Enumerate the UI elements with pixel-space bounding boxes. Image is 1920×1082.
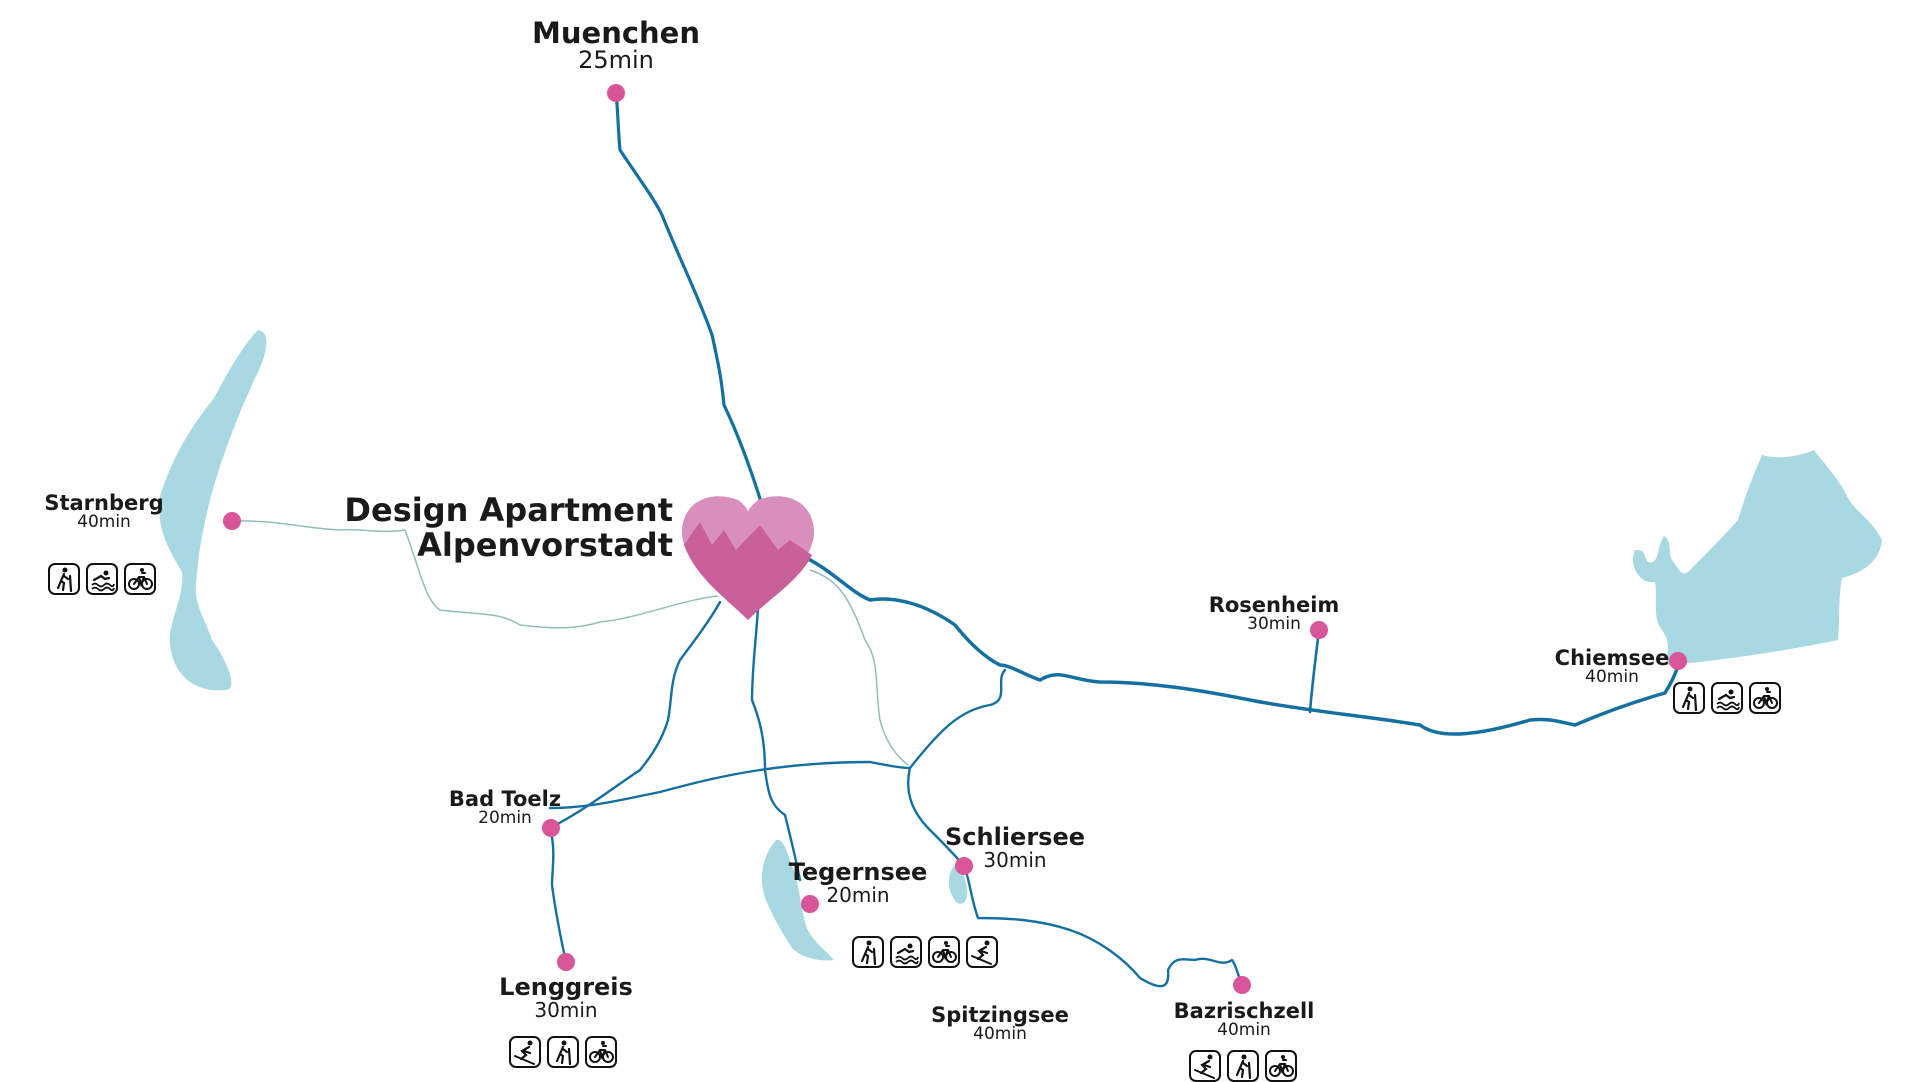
river-east	[809, 569, 909, 766]
pin-schliersee[interactable]	[955, 857, 973, 875]
pins	[223, 84, 1687, 994]
swimming-icon	[86, 563, 118, 595]
pin-bad-toelz[interactable]	[542, 819, 560, 837]
place-name: Bad Toelz	[448, 787, 562, 811]
place-name: Chiemsee	[1554, 646, 1670, 670]
road-badtoelz	[548, 600, 722, 830]
label-rosenheim: Rosenheim 30min	[1209, 594, 1340, 634]
skiing-icon	[1189, 1050, 1221, 1082]
lake-tegernsee	[761, 839, 834, 961]
travel-time: 20min	[826, 883, 890, 908]
label-spitzingsee: Spitzingsee 40min	[931, 1004, 1069, 1044]
hiking-icon	[852, 936, 884, 968]
swimming-icon	[1711, 682, 1743, 714]
road-rosenheim	[1308, 628, 1321, 714]
travel-time: 20min	[478, 808, 532, 829]
river-west	[231, 520, 719, 629]
travel-time: 30min	[1247, 614, 1301, 635]
road-cross	[548, 760, 912, 810]
pin-bazrischzell[interactable]	[1233, 976, 1251, 994]
road-lenggreis	[548, 826, 568, 964]
pin-tegernsee[interactable]	[801, 895, 819, 913]
skiing-icon	[966, 936, 998, 968]
place-name: Starnberg	[44, 491, 164, 515]
cycling-icon	[1265, 1050, 1297, 1082]
home-subtitle: Alpenvorstadt	[417, 526, 673, 565]
label-lenggreis: Lenggreis 30min	[499, 973, 633, 1023]
travel-time: 25min	[578, 46, 654, 75]
road-bazrischzell	[962, 864, 1244, 988]
hiking-icon	[547, 1036, 579, 1068]
place-name: Tegernsee	[788, 858, 928, 886]
activities-chiemsee	[1673, 682, 1781, 714]
pin-starnberg[interactable]	[223, 512, 241, 530]
home-label: Design Apartment Alpenvorstadt	[344, 491, 673, 565]
place-name: Spitzingsee	[931, 1003, 1069, 1027]
lake-starnberg	[159, 330, 267, 691]
label-tegernsee: Tegernsee 20min	[788, 858, 928, 908]
activities-lenggreis	[509, 1036, 617, 1068]
pin-lenggreis[interactable]	[557, 953, 575, 971]
activities-starnberg	[48, 563, 156, 595]
home-heart-icon[interactable]	[681, 496, 815, 620]
place-name: Lenggreis	[499, 973, 633, 1001]
hiking-icon	[1673, 682, 1705, 714]
roads	[548, 91, 1680, 988]
travel-time: 30min	[534, 998, 598, 1023]
hiking-icon	[1227, 1050, 1259, 1082]
road-schliersee	[907, 668, 1007, 868]
label-bazrischzell: Bazrischzell 40min	[1174, 1000, 1315, 1040]
label-bad-toelz: Bad Toelz 20min	[449, 788, 561, 828]
label-starnberg: Starnberg 40min	[44, 492, 163, 532]
swimming-icon	[890, 936, 922, 968]
label-schliersee: Schliersee 30min	[944, 823, 1086, 873]
cycling-icon	[585, 1036, 617, 1068]
activities-tegernsee	[852, 936, 998, 968]
place-name: Schliersee	[944, 823, 1086, 851]
road-muenchen	[614, 91, 764, 507]
pin-chiemsee[interactable]	[1669, 652, 1687, 670]
home-title: Design Apartment	[344, 491, 673, 529]
place-name: Muenchen	[532, 16, 700, 50]
travel-time: 30min	[983, 848, 1047, 873]
lake-chiemsee	[1632, 450, 1882, 665]
rivers	[231, 520, 909, 766]
skiing-icon	[509, 1036, 541, 1068]
road-chiemsee	[798, 553, 1680, 736]
travel-time: 40min	[77, 512, 131, 533]
pin-muenchen[interactable]	[607, 84, 625, 102]
road-tegernsee	[750, 606, 802, 882]
pin-rosenheim[interactable]	[1310, 621, 1328, 639]
travel-time: 40min	[1585, 667, 1639, 688]
place-name: Rosenheim	[1208, 593, 1340, 617]
cycling-icon	[124, 563, 156, 595]
place-name: Bazrischzell	[1173, 999, 1315, 1023]
travel-time: 40min	[1217, 1020, 1271, 1041]
activities-bazrischzell	[1189, 1050, 1297, 1082]
cycling-icon	[928, 936, 960, 968]
travel-time: 40min	[973, 1024, 1027, 1045]
hiking-icon	[48, 563, 80, 595]
cycling-icon	[1749, 682, 1781, 714]
label-muenchen: Muenchen 25min	[532, 18, 700, 74]
lake-schliersee	[948, 865, 968, 904]
label-chiemsee: Chiemsee 40min	[1555, 647, 1670, 687]
